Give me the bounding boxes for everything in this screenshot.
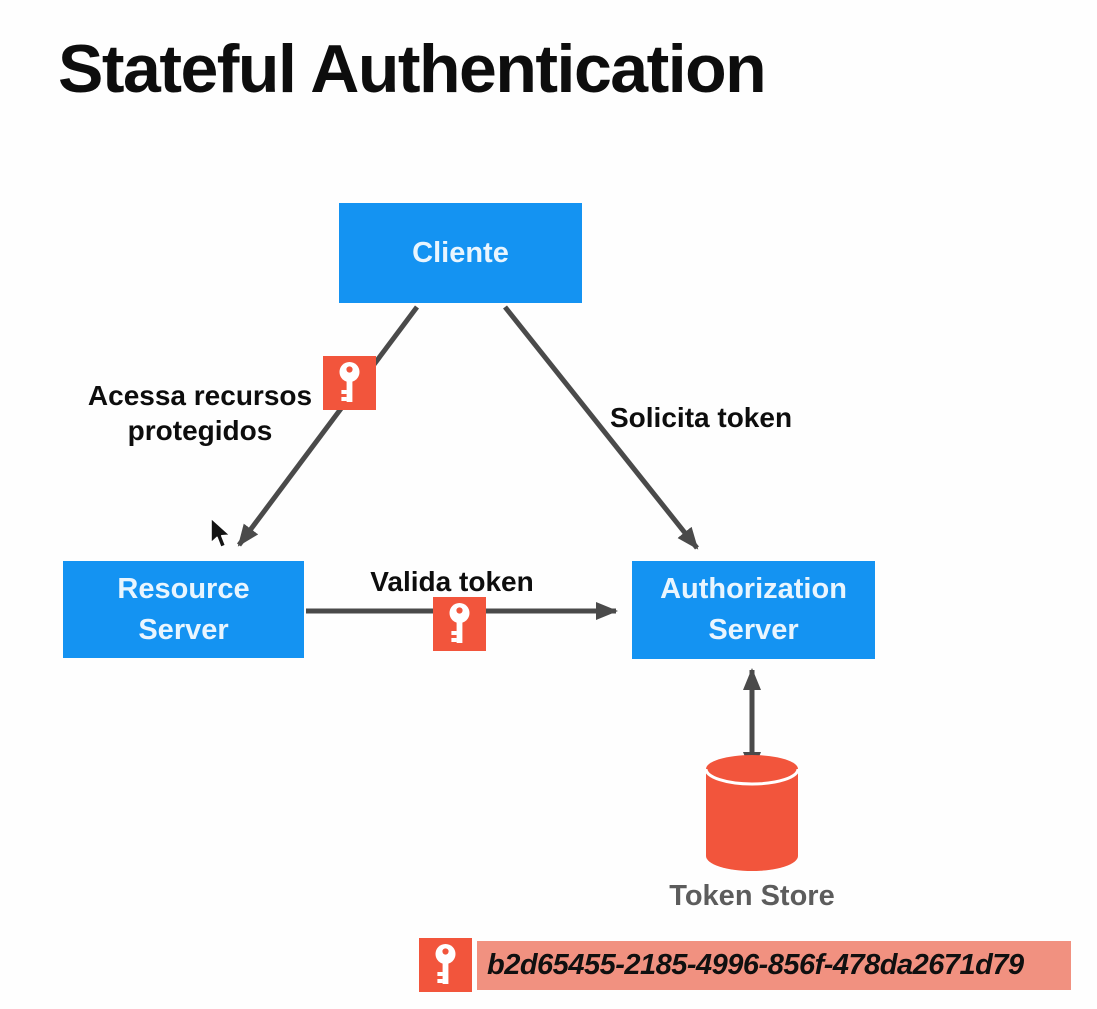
token-store-label: Token Store (669, 880, 835, 912)
node-authorization-server-label: Authorization Server (660, 573, 847, 646)
node-cliente: Cliente (339, 203, 582, 303)
node-authorization-server: Authorization Server (632, 561, 875, 659)
key-icon (433, 597, 486, 651)
node-resource-server-label: Resource Server (117, 572, 250, 646)
key-icon (323, 356, 376, 410)
key-icon (419, 938, 472, 992)
node-resource-server: Resource Server (63, 561, 304, 658)
edge-label-acessa-recursos: Acessa recursos protegidos (87, 380, 313, 446)
page-title: Stateful Authentication (58, 31, 767, 107)
token-value-text: b2d65455-2185-4996-856f-478da2671d79 (487, 949, 1024, 981)
node-cliente-label: Cliente (412, 236, 509, 269)
edge-label-valida-token: Valida token (370, 566, 534, 597)
token-value-badge: b2d65455-2185-4996-856f-478da2671d79 (477, 941, 1071, 990)
database-cylinder-icon (704, 755, 800, 871)
mouse-cursor-icon (210, 517, 231, 549)
edge-label-solicita-token: Solicita token (610, 402, 793, 433)
